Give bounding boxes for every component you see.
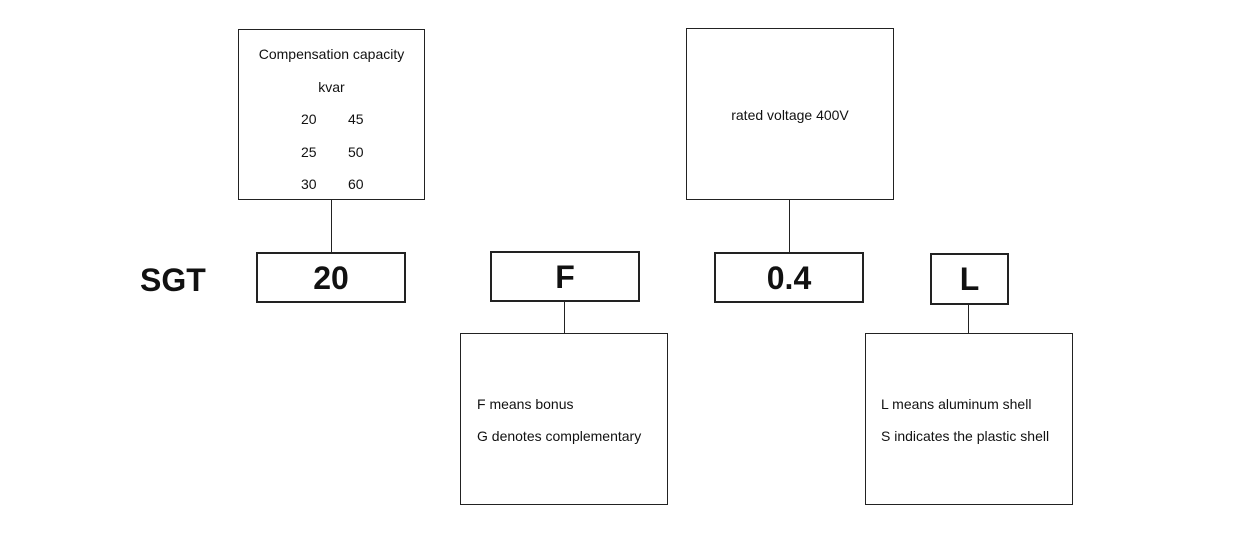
capacity-code-box: 20	[256, 252, 406, 303]
type-note-line: F means bonus	[477, 396, 574, 412]
shell-connector	[968, 305, 969, 334]
type-connector	[564, 302, 565, 333]
capacity-note-unit: kvar	[318, 79, 345, 95]
capacity-value: 45	[348, 111, 364, 127]
voltage-note-text: rated voltage 400V	[731, 107, 849, 123]
type-code-box: F	[490, 251, 640, 302]
type-note-line: G denotes complementary	[477, 428, 642, 444]
capacity-note-title: Compensation capacity	[258, 46, 405, 62]
capacity-value: 50	[348, 144, 364, 160]
capacity-connector	[331, 200, 332, 253]
shell-code-box: L	[930, 253, 1009, 305]
capacity-value: 25	[301, 144, 317, 160]
capacity-value: 60	[348, 176, 364, 192]
capacity-note-box: Compensation capacity kvar 20 45 25 50 3…	[238, 29, 425, 200]
shell-note-line: S indicates the plastic shell	[881, 428, 1050, 444]
voltage-connector	[789, 200, 790, 252]
type-note-box: F means bonus G denotes complementary	[460, 333, 668, 505]
capacity-value: 30	[301, 176, 317, 192]
voltage-note-box: rated voltage 400V	[686, 28, 894, 200]
capacity-value: 20	[301, 111, 317, 127]
model-prefix: SGT	[140, 262, 206, 298]
shell-note-line: L means aluminum shell	[881, 396, 1032, 412]
shell-note-box: L means aluminum shell S indicates the p…	[865, 333, 1073, 505]
voltage-code-box: 0.4	[714, 252, 864, 303]
